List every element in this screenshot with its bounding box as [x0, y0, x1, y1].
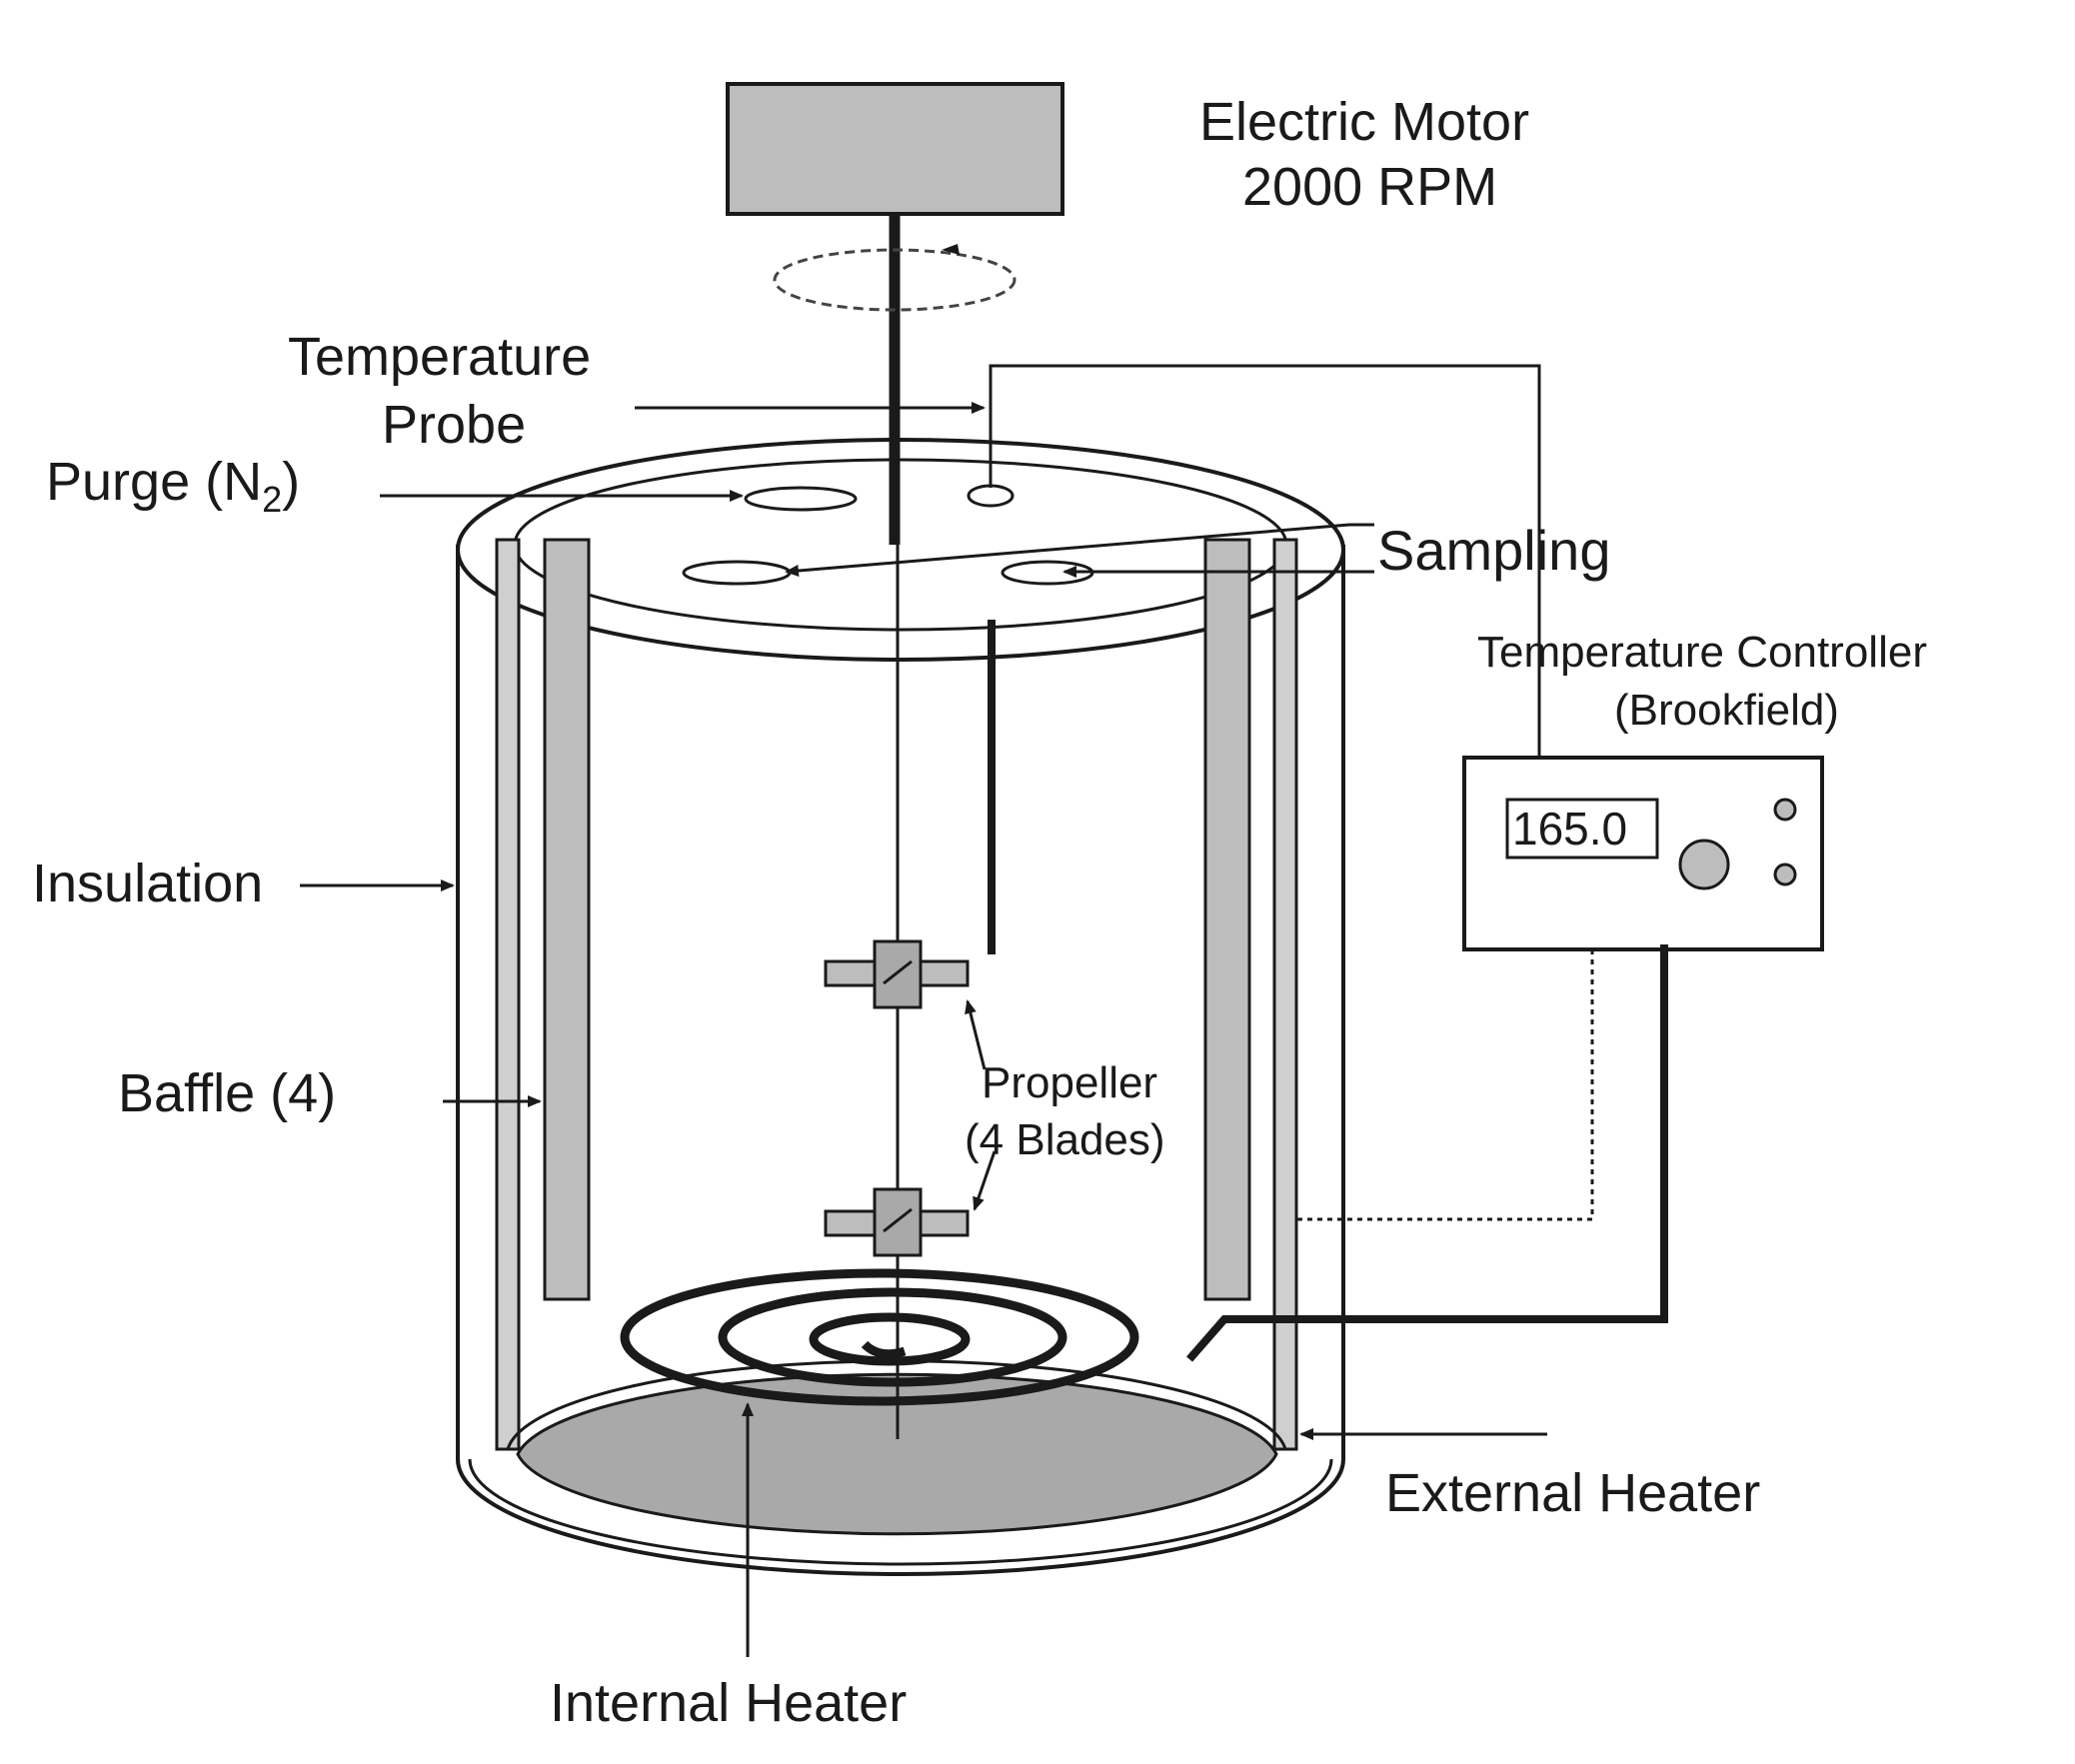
label-electric-motor-line1: Electric Motor [1199, 92, 1529, 152]
label-temperature-probe-line2: Probe [382, 395, 526, 455]
propeller-lower [824, 1187, 970, 1257]
label-purge-prefix: Purge (N [46, 452, 262, 512]
label-temperature-probe-line1: Temperature [288, 327, 591, 387]
rotation-arrow-icon [942, 244, 960, 255]
baffle-right [1203, 538, 1251, 1301]
label-insulation: Insulation [32, 854, 263, 913]
internal-heater-coil [620, 1268, 1139, 1406]
label-electric-motor-line2: 2000 RPM [1242, 157, 1497, 217]
label-external-heater: External Heater [1385, 1463, 1760, 1523]
probe-port [967, 484, 1015, 508]
sampling-port-left [682, 560, 792, 586]
internal-heater-power-cable [1185, 944, 1668, 1362]
vessel-lid-outer [456, 438, 1345, 662]
propeller-arrow-upper [965, 999, 987, 1070]
label-purge-suffix: ) [282, 452, 300, 512]
label-propeller-line1: Propeller [982, 1058, 1157, 1107]
propeller-upper [824, 939, 970, 1009]
label-baffle: Baffle (4) [118, 1063, 336, 1123]
electric-motor [726, 82, 1064, 216]
label-purge-subscript: 2 [262, 479, 282, 520]
external-heater-signal-wire [1296, 949, 1594, 1221]
controller-display-value: 165.0 [1512, 803, 1627, 855]
rotation-indicator [773, 248, 1017, 312]
label-temperature-controller-line1: Temperature Controller [1477, 628, 1927, 677]
controller-knob [1678, 839, 1730, 890]
propeller-arrow-lower [973, 1150, 997, 1211]
label-propeller-line2: (4 Blades) [965, 1115, 1165, 1164]
baffle-left [543, 538, 591, 1301]
label-temperature-controller-line2: (Brookfield) [1614, 686, 1839, 735]
insulation-cylinder [456, 545, 1345, 1576]
sampling-arrow-left [785, 523, 1374, 577]
purge-port [744, 486, 858, 512]
controller-display [1505, 798, 1659, 860]
probe-wire [989, 364, 1541, 758]
controller-indicator-bottom [1773, 863, 1797, 886]
external-heater-jacket [495, 538, 1298, 1451]
label-sampling: Sampling [1377, 519, 1610, 582]
vessel-lid-inner [513, 458, 1288, 632]
label-purge: Purge (N2) [46, 452, 300, 520]
controller-indicator-top [1773, 798, 1797, 822]
label-internal-heater: Internal Heater [550, 1673, 907, 1733]
